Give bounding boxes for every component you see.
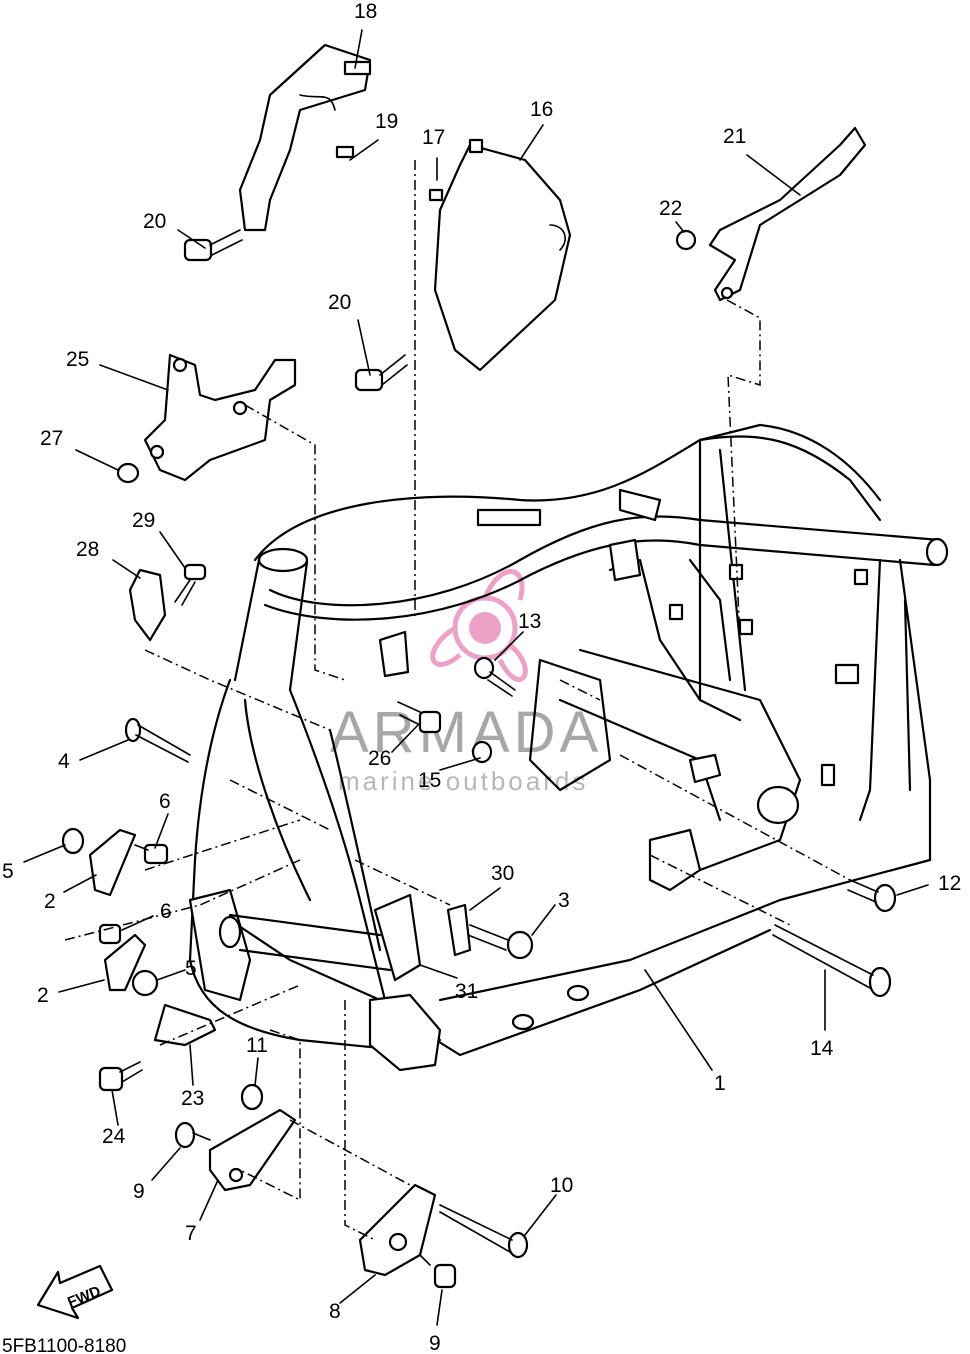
- part-25-bracket: [143, 353, 297, 482]
- callout-30: 30: [491, 862, 514, 885]
- part-11-washer: [240, 1083, 264, 1111]
- part-2-plate-lower: [103, 933, 147, 992]
- watermark-tagline: marine outboards: [338, 766, 588, 796]
- part-13-bolt: [473, 656, 516, 697]
- callout-27: 27: [40, 427, 63, 450]
- part-20-bolt-lower: [354, 354, 408, 392]
- part-9-bolt-upper: [174, 1121, 211, 1149]
- callout-6-upper: 6: [159, 790, 171, 813]
- part-8-plate: [358, 1183, 437, 1277]
- part-30-bracket: [446, 903, 472, 957]
- part-19-clip: [335, 145, 355, 159]
- callout-28: 28: [76, 538, 99, 561]
- callout-7: 7: [185, 1222, 197, 1245]
- part-17-clip: [428, 188, 444, 202]
- part-6-bolt-upper: [134, 843, 169, 865]
- callout-17: 17: [422, 126, 445, 149]
- callout-23: 23: [181, 1087, 204, 1110]
- callout-10: 10: [550, 1174, 573, 1197]
- part-23-bracket: [153, 1003, 217, 1047]
- callout-5-upper: 5: [2, 860, 14, 883]
- fwd-arrow-icon: FWD: [36, 1264, 114, 1320]
- callout-12: 12: [938, 872, 961, 895]
- callout-2-upper: 2: [44, 890, 56, 913]
- part-14-bolt: [772, 924, 892, 998]
- callout-5-lower: 5: [185, 957, 197, 980]
- part-2-plate-upper: [88, 828, 137, 897]
- part-29-bolt: [174, 563, 207, 606]
- part-7-plate: [208, 1108, 297, 1192]
- callout-20-lower: 20: [328, 291, 351, 314]
- leader-lines: [23, 29, 929, 1326]
- main-frame: [188, 423, 949, 1072]
- callout-26: 26: [368, 747, 391, 770]
- callout-19: 19: [375, 110, 398, 133]
- part-27-grommet: [116, 462, 140, 484]
- part-18-cover: [238, 43, 372, 232]
- part-16-cover: [433, 138, 572, 372]
- part-21-bracket: [708, 126, 867, 302]
- part-28-bracket: [128, 568, 167, 642]
- part-24-bolt: [98, 1061, 143, 1092]
- callout-24: 24: [102, 1125, 126, 1148]
- callout-4: 4: [58, 750, 70, 773]
- alignment-lines: [64, 160, 851, 1241]
- part-4-bolt: [124, 717, 191, 763]
- callout-29: 29: [132, 509, 155, 532]
- callout-6-lower: 6: [160, 900, 172, 923]
- callout-16: 16: [530, 98, 553, 121]
- part-5-washer-upper: [61, 827, 85, 855]
- part-10-bolt: [439, 1204, 529, 1259]
- part-5-washer-lower: [131, 969, 159, 997]
- part-22-nut: [675, 229, 697, 251]
- callout-20-upper: 20: [143, 210, 166, 233]
- part-15-collar: [471, 740, 493, 764]
- callout-2-lower: 2: [37, 984, 49, 1007]
- callout-3: 3: [558, 889, 570, 912]
- drawing-code: 5FB1100-8180: [2, 1336, 126, 1354]
- callout-1: 1: [714, 1072, 726, 1095]
- callout-18: 18: [354, 0, 377, 23]
- callout-14: 14: [810, 1037, 834, 1060]
- part-3-bolt: [467, 924, 534, 960]
- callout-31: 31: [455, 980, 478, 1003]
- part-9-bolt-lower: [419, 1254, 457, 1289]
- callout-11: 11: [246, 1034, 268, 1057]
- callout-22: 22: [659, 197, 682, 220]
- callout-9-lower: 9: [429, 1332, 441, 1354]
- callout-8: 8: [329, 1300, 341, 1323]
- part-26-bolt: [397, 701, 442, 734]
- callout-25: 25: [66, 348, 89, 371]
- callout-21: 21: [723, 125, 746, 148]
- watermark-brand: ARMADA: [330, 700, 602, 765]
- callout-15: 15: [418, 769, 441, 792]
- part-20-bolt-upper: [183, 229, 243, 262]
- callout-9-upper: 9: [133, 1180, 145, 1203]
- callout-13: 13: [518, 610, 541, 633]
- part-31-plate: [373, 893, 422, 982]
- part-12-bolt: [847, 879, 897, 913]
